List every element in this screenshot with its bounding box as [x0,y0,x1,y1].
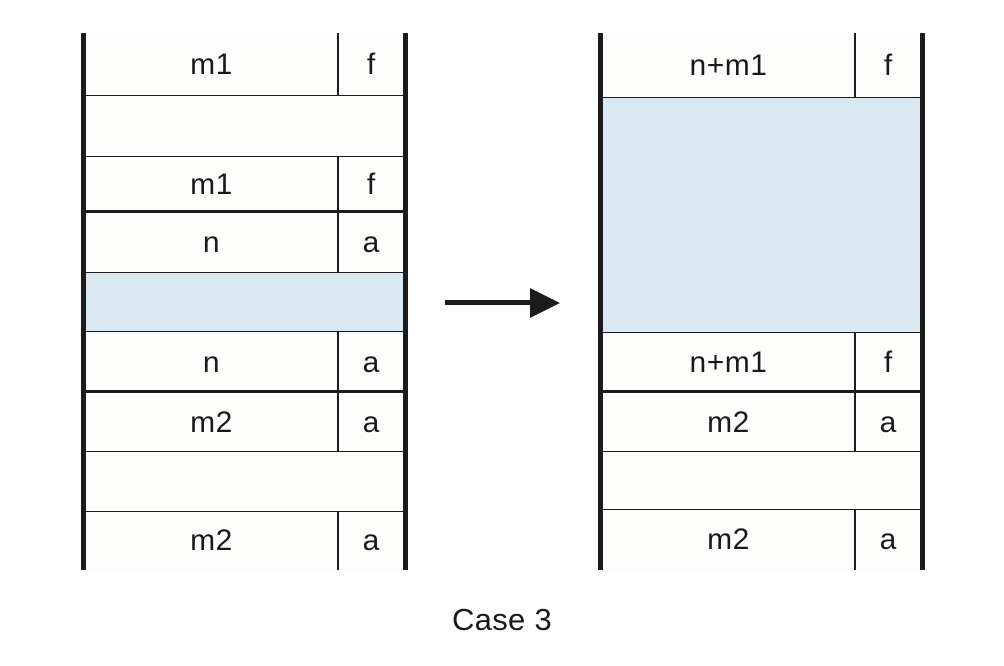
memory-row-flag: a [337,512,403,570]
memory-row-flag: f [337,157,403,213]
memory-row-label: m1 [190,47,233,81]
memory-row [86,273,403,332]
memory-row-label: m2 [190,524,233,557]
memory-row-label: m1 [190,168,233,201]
memory-row: m1 f [86,33,403,96]
arrow-head [530,288,560,318]
memory-row: n+m1 f [603,333,920,393]
memory-row: m2 a [603,510,920,570]
memory-row: m1 f [86,157,403,213]
memory-row-flag [337,273,403,332]
figure-caption: Case 3 [451,602,553,637]
memory-row-flag [854,452,920,510]
memory-layout-after-table: n+m1 f n+m1 f m2 a m2 a [598,33,925,570]
memory-row: m2 a [86,393,403,452]
memory-row-flag: a [337,213,403,273]
memory-row-label [603,452,854,510]
memory-row [86,96,403,157]
memory-row-flag [337,452,403,512]
memory-row: m2 a [603,393,920,452]
memory-row-label: n [202,345,221,379]
memory-row-label: m2 [190,405,233,439]
memory-row-flag: a [854,510,920,570]
memory-row-label: n+m1 [689,346,768,379]
memory-row-flag [337,96,403,157]
memory-row: n+m1 f [603,33,920,98]
memory-row-flag: f [854,33,920,98]
memory-row-label: m2 [707,405,750,439]
memory-row-label [86,96,337,157]
transformation-arrow [445,288,560,318]
memory-row [86,452,403,512]
memory-row-flag: a [854,393,920,452]
memory-row-label: m2 [707,523,750,556]
memory-row-label: n+m1 [689,48,768,82]
memory-row [603,452,920,510]
memory-row: m2 a [86,512,403,570]
memory-row-label [603,98,854,333]
memory-row-flag: f [337,33,403,96]
memory-row-label: n [202,226,221,259]
memory-row-flag: f [854,333,920,393]
memory-row-flag: a [337,393,403,452]
memory-row-flag [854,98,920,333]
memory-row-label [86,273,337,332]
memory-row-flag: a [337,332,403,393]
memory-row-label [86,452,337,512]
memory-row [603,98,920,333]
arrow-shaft [445,300,535,305]
